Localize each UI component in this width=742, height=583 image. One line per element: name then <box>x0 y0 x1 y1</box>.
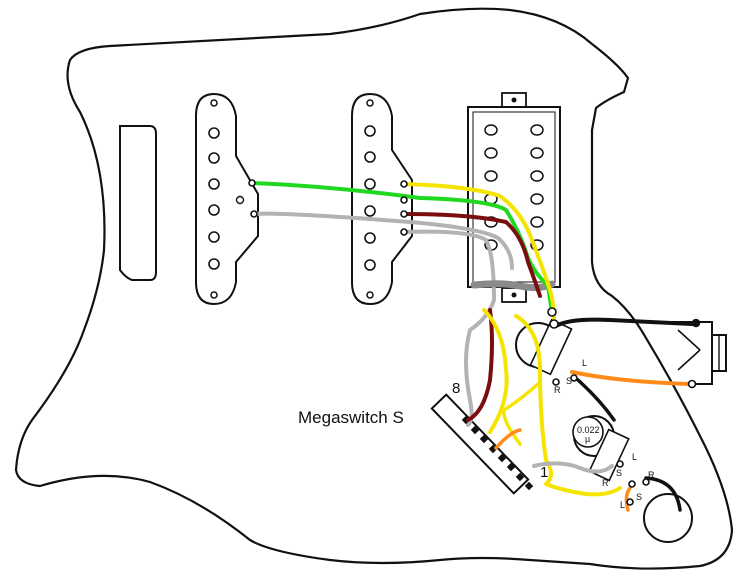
tone-pot-2 <box>643 493 693 543</box>
neck-pickup <box>195 92 259 306</box>
pot2-lug-r: R <box>602 478 609 488</box>
pot1-lug-l: L <box>582 358 587 368</box>
bridge-humbucker <box>467 92 561 303</box>
megaswitch <box>430 393 534 495</box>
switch-position-top: 8 <box>452 380 460 397</box>
pot3-lug-l: L <box>620 500 625 510</box>
wire-grey-switch <box>470 280 556 292</box>
pot1-lug-s: S <box>566 376 572 386</box>
wire-orange-tone <box>624 486 632 512</box>
wire-orange-switch <box>494 428 522 450</box>
pot3-lug-r: R <box>648 470 655 480</box>
switch-position-bottom: 1 <box>540 464 548 481</box>
solder-points <box>248 179 701 506</box>
wire-brown-switch <box>466 308 494 422</box>
wire-orange-jack <box>570 370 692 386</box>
pot2-lug-l: L <box>632 452 637 462</box>
capacitor-unit: µ <box>585 434 590 444</box>
wire-grey-1 <box>252 211 514 270</box>
wire-black-ground <box>576 378 616 422</box>
pot2-lug-s: S <box>616 468 622 478</box>
wire-black-jack <box>554 317 694 328</box>
output-jack <box>668 321 727 385</box>
wire-yellow-short <box>502 382 540 446</box>
pot1-lug-r: R <box>554 385 561 395</box>
pot3-lug-s: S <box>636 492 642 502</box>
wire-black-tone <box>644 476 682 512</box>
neck-pocket-cutout <box>119 125 157 281</box>
wire-yellow-long <box>514 314 622 497</box>
wire-yellow-1 <box>402 182 556 322</box>
tone-capacitor <box>572 416 604 448</box>
wire-grey-tone <box>532 461 614 474</box>
middle-pickup <box>351 92 413 306</box>
wires <box>250 181 694 512</box>
capacitor-value: 0.022 <box>577 425 600 435</box>
switch-label: Megaswitch S <box>298 408 404 427</box>
wire-yellow-switch <box>482 308 509 434</box>
wire-brown <box>402 212 542 298</box>
wire-green <box>250 181 554 314</box>
